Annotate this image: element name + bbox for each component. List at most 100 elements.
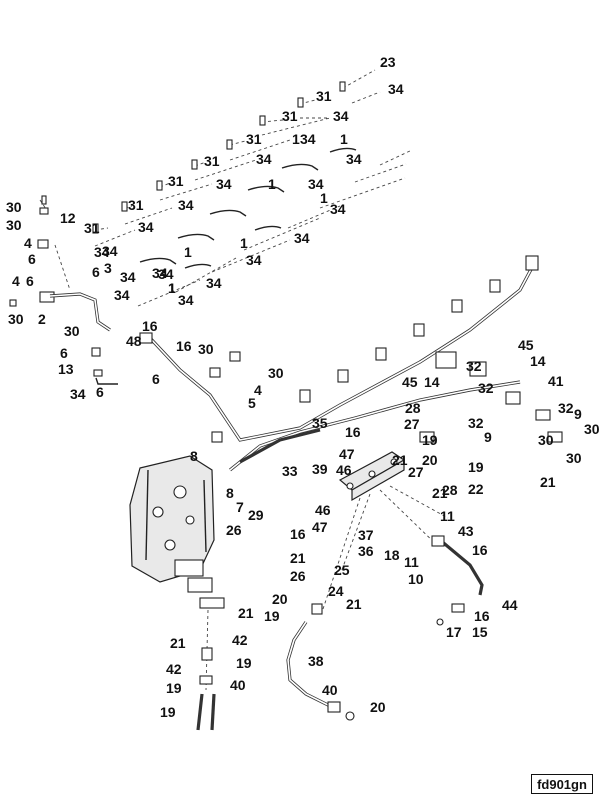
callout-label: 34 — [388, 81, 404, 97]
callout-label: 46 — [336, 462, 352, 478]
fitting-31 — [156, 180, 163, 191]
upper-fittings — [92, 81, 357, 269]
callout-label: 1 — [184, 244, 192, 260]
callout-label: 21 — [238, 605, 254, 621]
fitting-31 — [297, 97, 304, 108]
callout-label: 30 — [566, 450, 582, 466]
callout-label: 34 — [158, 266, 174, 282]
fitting-23 — [339, 81, 346, 92]
callout-label: 40 — [230, 677, 246, 693]
callout-label: 43 — [458, 523, 474, 539]
callout-label: 10 — [408, 571, 424, 587]
callout-label: 35 — [312, 415, 328, 431]
callout-label: 17 — [446, 624, 462, 640]
callout-label: 32 — [558, 400, 574, 416]
callout-label: 1 — [268, 176, 276, 192]
injector-line-1 — [139, 257, 177, 265]
left-small-parts — [9, 195, 118, 385]
callout-label: 45 — [402, 374, 418, 390]
callout-label: 37 — [358, 527, 374, 543]
callout-label: 1 — [340, 131, 348, 147]
callout-label: 1 — [292, 131, 300, 147]
callout-label: 34 — [120, 269, 136, 285]
callout-label: 27 — [408, 464, 424, 480]
callout-label: 31 — [84, 220, 100, 236]
callout-label: 4 — [12, 273, 20, 289]
callout-label: 12 — [60, 210, 76, 226]
callout-label: 11 — [404, 554, 419, 570]
callout-label: 45 — [518, 337, 534, 353]
callout-label: 30 — [6, 199, 22, 215]
callout-label: 19 — [166, 680, 182, 696]
callout-label: 30 — [538, 432, 554, 448]
injector-line-1 — [254, 225, 282, 231]
callout-label: 34 — [206, 275, 222, 291]
injector-line-1 — [184, 263, 212, 269]
callout-label: 6 — [28, 251, 36, 267]
callout-label: 28 — [405, 400, 421, 416]
callout-label: 14 — [424, 374, 440, 390]
callout-label: 41 — [548, 373, 564, 389]
injector-line-1 — [247, 185, 285, 193]
callout-label: 5 — [248, 395, 256, 411]
sensor-harness — [139, 255, 539, 442]
callout-label: 19 — [236, 655, 252, 671]
callout-label: 38 — [308, 653, 324, 669]
fitting-31 — [92, 223, 99, 234]
callout-label: 1 — [240, 235, 248, 251]
callout-label: 34 — [102, 243, 118, 259]
callout-label: 7 — [236, 499, 244, 515]
callout-label: 34 — [294, 230, 310, 246]
callout-label: 16 — [472, 542, 488, 558]
callout-label: 21 — [0, 0, 16, 3]
callout-label: 3 — [104, 260, 112, 276]
callout-label: 16 — [290, 526, 306, 542]
callout-label: 9 — [484, 429, 492, 445]
manifold-block — [321, 451, 484, 626]
callout-label: 34 — [330, 201, 346, 217]
callout-label: 34 — [178, 197, 194, 213]
callout-label: 1 — [168, 280, 176, 296]
callout-label: 8 — [190, 448, 198, 464]
callout-label: 16 — [176, 338, 192, 354]
figure-id-box: fd901gn — [531, 774, 593, 794]
callout-label: 47 — [339, 446, 355, 462]
callout-label: 30 — [64, 323, 80, 339]
callout-label: 21 — [540, 474, 556, 490]
callout-label: 48 — [126, 333, 142, 349]
callout-label: 31 — [204, 153, 220, 169]
callout-label: 30 — [268, 365, 284, 381]
callout-label: 22 — [468, 481, 484, 497]
callout-label: 31 — [282, 108, 298, 124]
injector-line-1 — [177, 233, 215, 241]
callout-label: 34 — [246, 252, 262, 268]
callout-label: 6 — [152, 371, 160, 387]
callout-label: 32 — [468, 415, 484, 431]
callout-label: 25 — [334, 562, 350, 578]
callout-label: 30 — [198, 341, 214, 357]
callout-label: 30 — [8, 311, 24, 327]
callout-label: 4 — [24, 235, 32, 251]
injector-line-1 — [281, 163, 319, 171]
callout-label: 47 — [312, 519, 328, 535]
fitting-31 — [259, 115, 266, 126]
injector-line-1 — [329, 147, 357, 153]
callout-label: 34 — [178, 292, 194, 308]
callout-label: 8 — [226, 485, 234, 501]
callout-label: 14 — [530, 353, 546, 369]
callout-label: 11 — [440, 508, 455, 524]
callout-label: 39 — [312, 461, 328, 477]
callout-label: 44 — [502, 597, 518, 613]
callout-label: 16 — [142, 318, 158, 334]
callout-label: 32 — [478, 380, 494, 396]
callout-label: 28 — [442, 482, 458, 498]
callout-label: 21 — [290, 550, 306, 566]
callout-label: 42 — [166, 661, 182, 677]
callout-label: 6 — [60, 345, 68, 361]
callout-label: 1 — [320, 190, 328, 206]
callout-label: 20 — [272, 591, 288, 607]
callout-label: 2 — [38, 311, 46, 327]
callout-label: 20 — [370, 699, 386, 715]
